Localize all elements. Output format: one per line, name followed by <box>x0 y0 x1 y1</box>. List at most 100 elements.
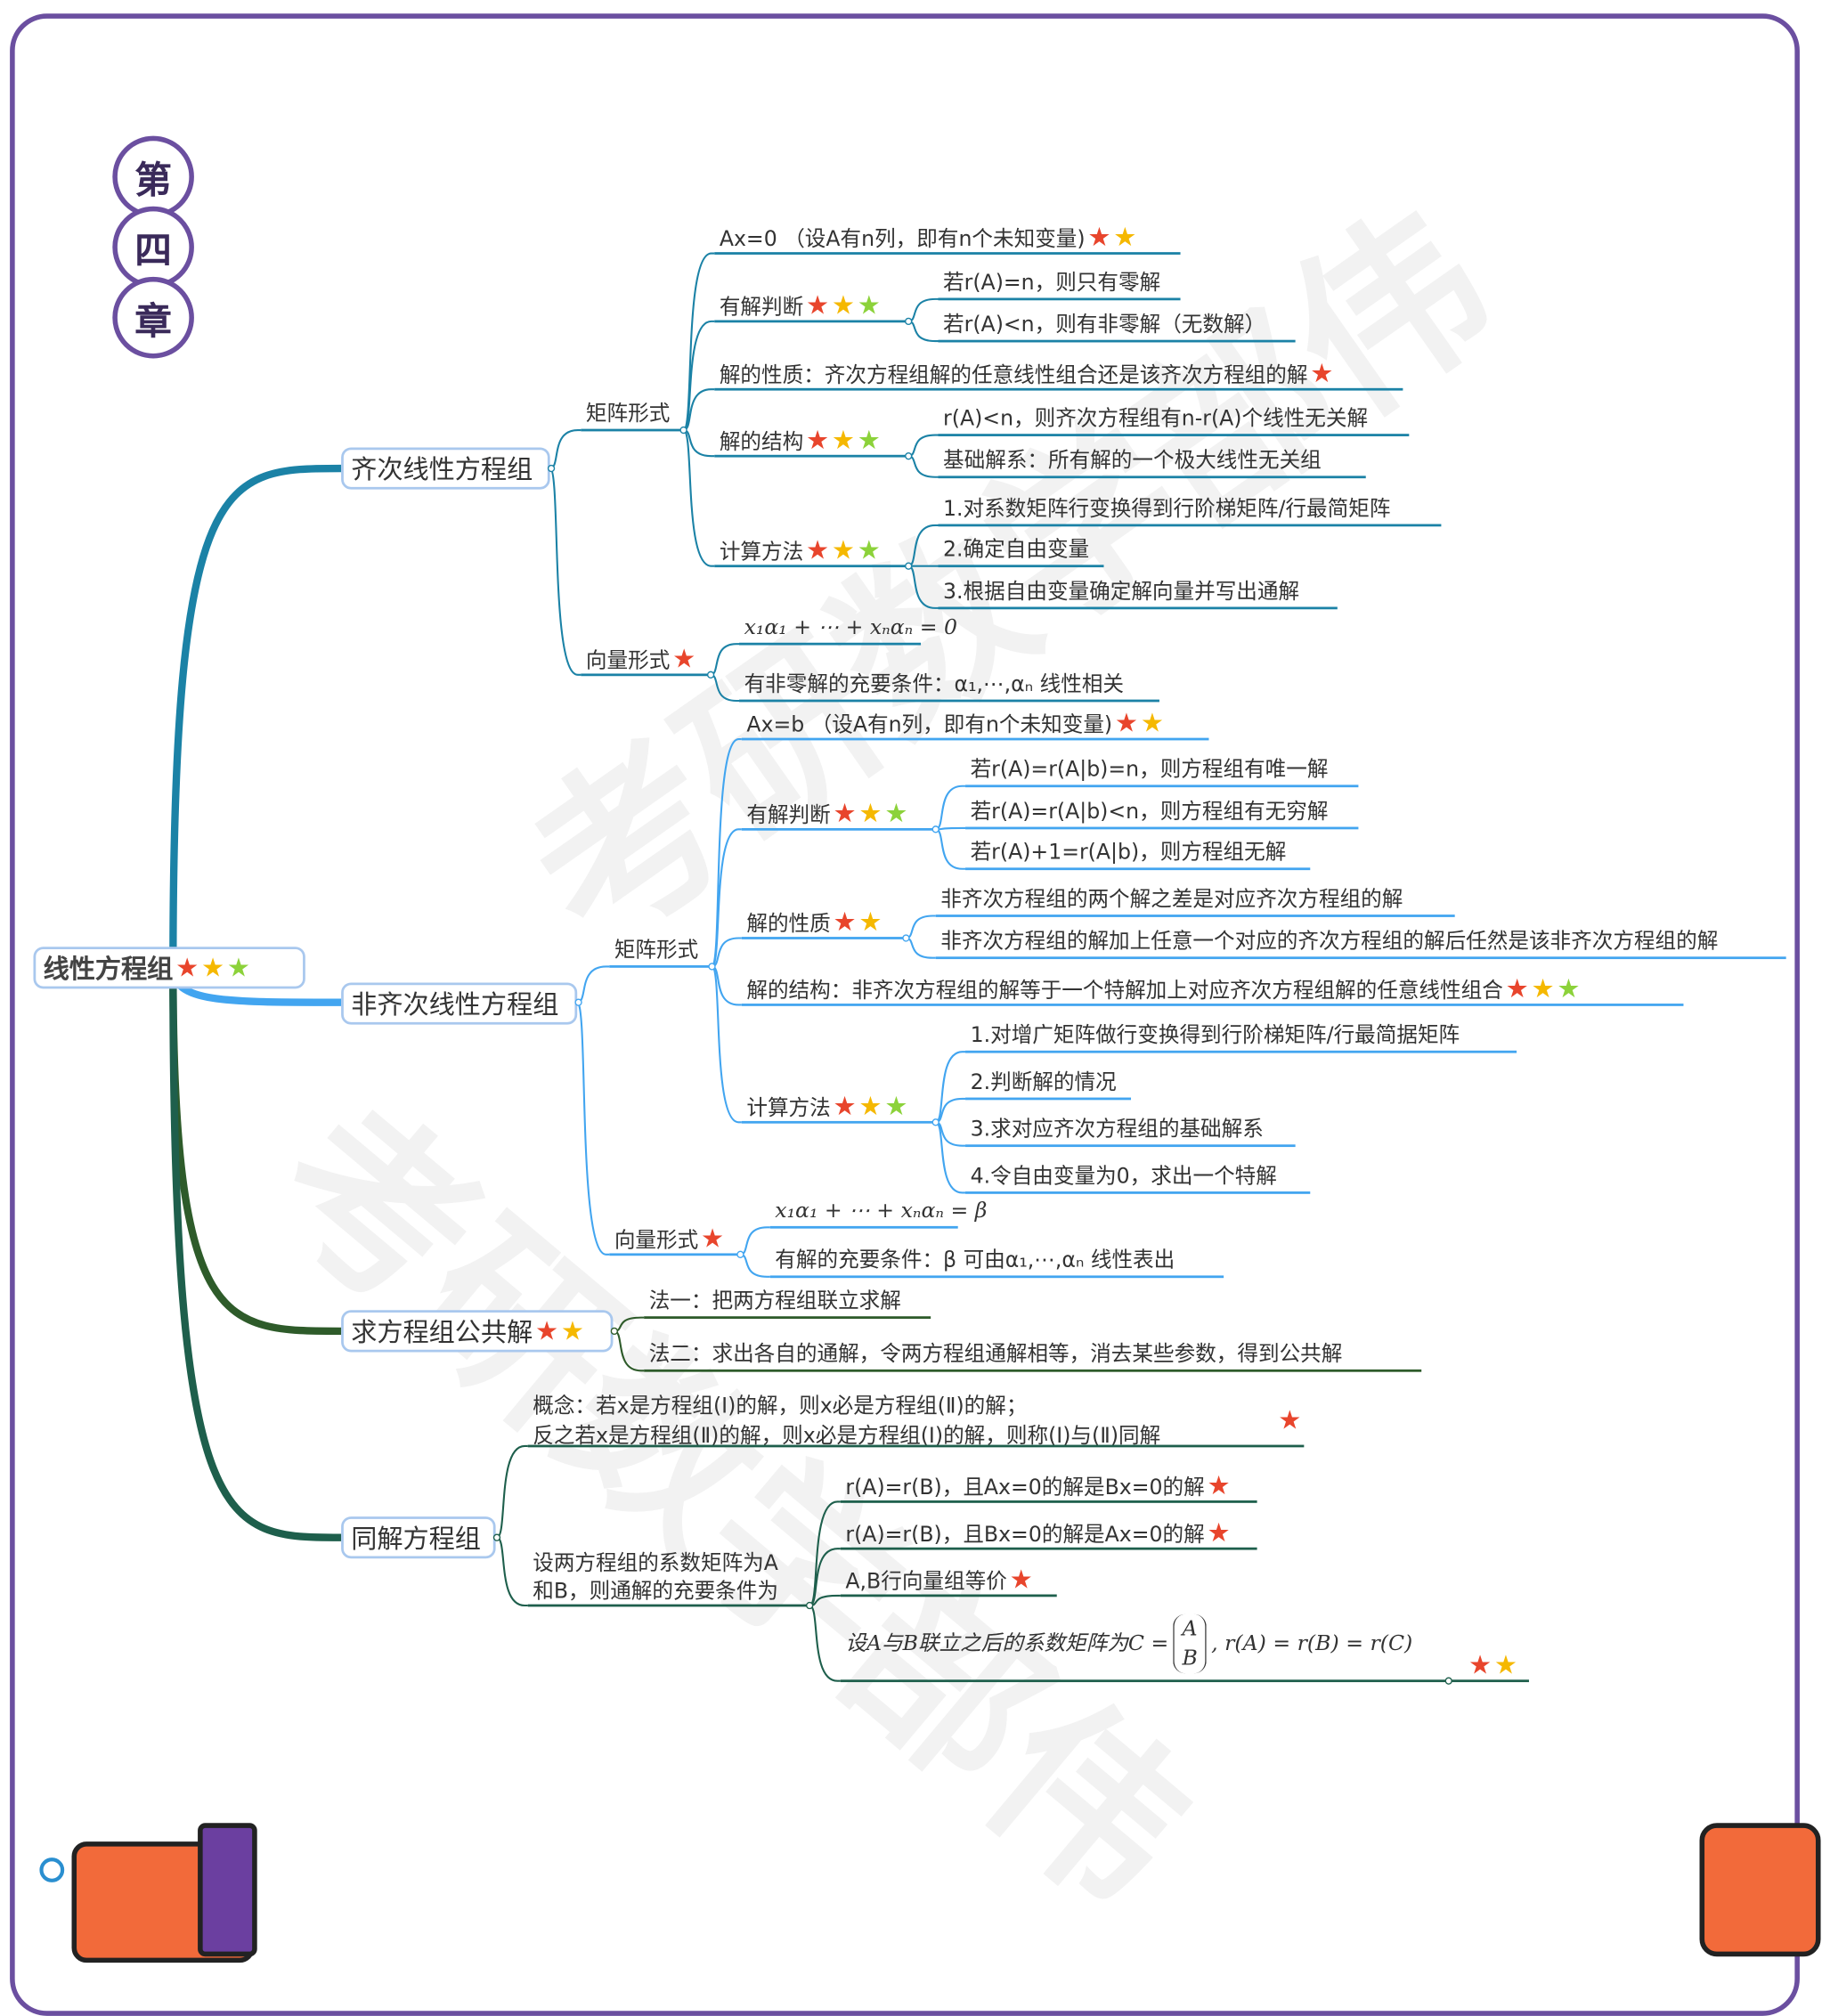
equation-node[interactable]: x₁α₁ + ⋯ + xₙαₙ = β <box>775 1198 987 1225</box>
underline <box>965 867 1311 871</box>
topic-node[interactable]: 解的结构：非齐次方程组的解等于一个特解加上对应齐次方程组解的任意线性组合★★★ <box>746 973 1580 1004</box>
concept-star: ★ <box>1275 1407 1301 1435</box>
chapter-char: 第 <box>112 135 194 218</box>
node-collapse-handle[interactable] <box>905 562 913 570</box>
topic-label: 解的性质：齐次方程组解的任意线性组合还是该齐次方程组的解 <box>719 363 1308 388</box>
star-red-icon: ★ <box>535 1316 559 1346</box>
concept-text: 概念：若x是方程组(Ⅰ)的解，则x必是方程组(Ⅱ)的解； <box>533 1394 1028 1419</box>
topic-homogeneous-system[interactable]: 齐次线性方程组 <box>341 447 550 490</box>
topic-node[interactable]: 解的性质★★ <box>746 908 882 937</box>
topic-label: 4.令自由变量为0，求出一个特解 <box>970 1164 1277 1190</box>
topic-node[interactable]: 法一：把两方程组联立求解 <box>649 1288 901 1315</box>
underline <box>527 1604 810 1607</box>
topic-label: 求方程组公共解 <box>351 1317 533 1347</box>
star-red-icon: ★ <box>1009 1565 1033 1595</box>
topic-node[interactable]: 若r(A)=n，则只有零解 <box>943 270 1160 297</box>
underline <box>739 699 1159 703</box>
connector <box>907 455 939 478</box>
topic-node[interactable]: Ax=0 （设A有n列，即有n个未知变量)★★ <box>720 222 1137 253</box>
connector <box>710 643 740 676</box>
star-red-icon: ★ <box>1207 1517 1231 1548</box>
node-collapse-handle[interactable] <box>905 317 913 326</box>
topic-node[interactable]: 法二：求出各自的通解，令两方程组通解相等，消去某些参数，得到公共解 <box>649 1341 1343 1369</box>
topic-node[interactable]: 2.确定自由变量 <box>943 536 1089 564</box>
topic-node[interactable]: 若r(A)=r(A|b)=n，则方程组有唯一解 <box>971 756 1329 784</box>
underline <box>938 476 1366 479</box>
topic-node[interactable]: 4.令自由变量为0，求出一个特解 <box>971 1163 1277 1191</box>
topic-same-solution[interactable]: 同解方程组 <box>341 1516 496 1559</box>
topic-common-solution[interactable]: 求方程组公共解★★ <box>341 1310 614 1353</box>
topic-label: 法一：把两方程组联立求解 <box>648 1288 901 1314</box>
topic-node[interactable]: r(A)=r(B)，且Bx=0的解是Ax=0的解★ <box>845 1517 1231 1548</box>
connector <box>614 1316 645 1332</box>
connector <box>740 1226 770 1256</box>
node-collapse-handle[interactable] <box>931 1118 939 1126</box>
topic-node[interactable]: 解的结构★★★ <box>720 425 881 455</box>
topic-label: 矩阵形式 <box>614 938 699 963</box>
topic-label: 基础解系：所有解的一个极大线性无关组 <box>943 448 1322 474</box>
topic-node[interactable]: 有解的充要条件：β 可由α₁,⋯,αₙ 线性表出 <box>775 1247 1175 1274</box>
vector-form-node[interactable]: 向量形式★ <box>614 1225 724 1254</box>
star-red-icon: ★ <box>672 644 696 674</box>
topic-label: 向量形式 <box>585 648 671 674</box>
topic-nonhomogeneous-system[interactable]: 非齐次线性方程组 <box>341 982 578 1025</box>
topic-node[interactable]: 2.判断解的情况 <box>971 1069 1117 1097</box>
topic-node[interactable]: 有非零解的充要条件：α₁,⋯,αₙ 线性相关 <box>744 671 1124 699</box>
node-collapse-handle[interactable] <box>736 1250 744 1258</box>
underline <box>644 1316 931 1319</box>
topic-label: 齐次线性方程组 <box>351 454 533 485</box>
node-collapse-handle[interactable] <box>902 934 910 942</box>
topic-node[interactable]: 计算方法★★★ <box>746 1093 907 1121</box>
star-red-icon: ★ <box>1310 358 1334 388</box>
topic-node[interactable]: Ax=b （设A有n列，即有n个未知变量)★★ <box>746 710 1164 738</box>
node-collapse-handle[interactable] <box>905 452 913 460</box>
topic-node[interactable]: r(A)<n，则齐次方程组有n-r(A)个线性无关解 <box>943 405 1368 433</box>
underline <box>581 673 712 677</box>
underline <box>527 1444 1305 1448</box>
node-collapse-handle[interactable] <box>706 671 715 679</box>
topic-node[interactable]: 非齐次方程组的两个解之差是对应齐次方程组的解 <box>940 886 1403 914</box>
topic-node[interactable]: 基础解系：所有解的一个极大线性无关组 <box>943 447 1322 475</box>
star-red-icon: ★ <box>1468 1649 1493 1680</box>
topic-node[interactable]: 非齐次方程组的解加上任意一个对应的齐次方程组的解后任然是该非齐次方程组的解 <box>940 928 1718 955</box>
topic-node[interactable]: 3.求对应齐次方程组的基础解系 <box>971 1116 1264 1143</box>
matrix-prefix: 设A与B联立之后的系数矩阵为C = <box>845 1631 1169 1656</box>
node-collapse-handle[interactable] <box>610 1327 618 1336</box>
mind-map-canvas: 考研数学部伟 考研数学部伟 第 四 章 线性方程组★★★齐次线性方程组非齐次线性… <box>10 13 1821 2016</box>
topic-node[interactable]: A,B行向量组等价★ <box>845 1565 1033 1595</box>
topic-node[interactable]: 3.根据自由变量确定解向量并写出通解 <box>943 579 1299 606</box>
topic-node[interactable]: 若r(A)=r(A|b)<n，则方程组有无穷解 <box>971 799 1329 826</box>
topic-node[interactable]: 解的性质：齐次方程组解的任意线性组合还是该齐次方程组的解★ <box>719 358 1334 388</box>
root-topic[interactable]: 线性方程组★★★ <box>33 947 305 989</box>
underline <box>714 252 1181 255</box>
topic-node[interactable]: 计算方法★★★ <box>720 536 881 565</box>
topic-node[interactable]: 有解判断★★★ <box>746 800 907 828</box>
star-orange-icon: ★ <box>1531 973 1555 1004</box>
star-red-icon: ★ <box>1087 222 1111 253</box>
node-collapse-handle[interactable] <box>931 825 939 833</box>
topic-node[interactable]: 1.对系数矩阵行变换得到行阶梯矩阵/行最简矩阵 <box>943 496 1390 524</box>
circle-decoration-icon <box>39 1857 65 1882</box>
topic-label: 有解判断 <box>719 295 804 321</box>
topic-node[interactable]: r(A)=r(B)，且Ax=0的解是Bx=0的解★ <box>845 1472 1230 1500</box>
matrix-form-node[interactable]: 矩阵形式 <box>614 937 698 964</box>
star-green-icon: ★ <box>857 425 881 455</box>
topic-node[interactable]: 有解判断★★★ <box>719 292 881 321</box>
node-collapse-handle[interactable] <box>708 963 716 971</box>
node-collapse-handle[interactable] <box>492 1533 501 1541</box>
topic-node[interactable]: 1.对增广矩阵做行变换得到行阶梯矩阵/行最简据矩阵 <box>971 1022 1460 1050</box>
equation-node[interactable]: x₁α₁ + ⋯ + xₙαₙ = 0 <box>744 614 957 642</box>
node-collapse-handle[interactable] <box>679 426 687 435</box>
node-collapse-handle[interactable] <box>547 464 556 473</box>
node-collapse-handle[interactable] <box>574 998 582 1006</box>
topic-label: 1.对系数矩阵行变换得到行阶梯矩阵/行最简矩阵 <box>943 496 1391 522</box>
vector-form-node[interactable]: 向量形式★ <box>585 644 696 674</box>
node-collapse-handle[interactable] <box>805 1601 814 1610</box>
star-green-icon: ★ <box>226 953 251 983</box>
underline <box>769 1275 1224 1279</box>
topic-node[interactable]: 若r(A)<n，则有非零解（无数解） <box>943 312 1265 339</box>
matrix-form-node[interactable]: 矩阵形式 <box>586 401 670 428</box>
node-collapse-handle[interactable] <box>1444 1677 1452 1685</box>
topic-node[interactable]: 若r(A)+1=r(A|b)，则方程组无解 <box>971 839 1287 866</box>
